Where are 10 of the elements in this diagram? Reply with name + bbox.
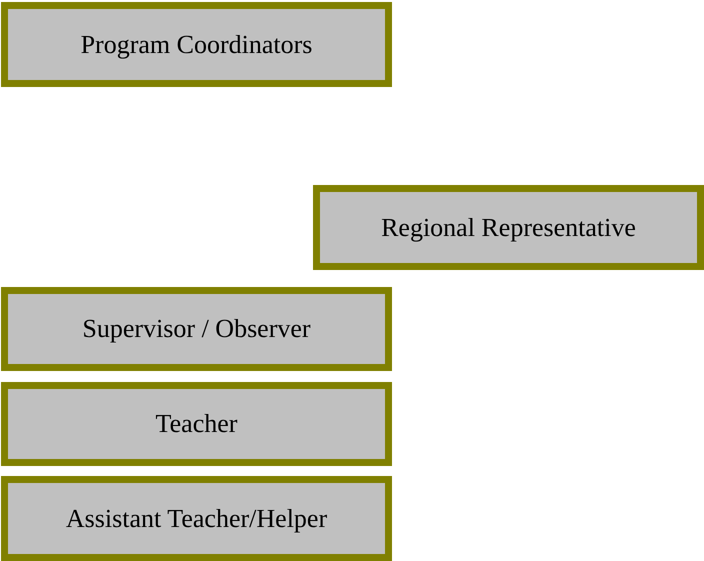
role-label: Teacher bbox=[156, 409, 238, 439]
role-label: Supervisor / Observer bbox=[82, 314, 311, 344]
role-box bbox=[1, 287, 392, 371]
role-box bbox=[1, 476, 392, 561]
role-box bbox=[313, 185, 704, 270]
role-label: Regional Representative bbox=[381, 212, 636, 242]
role-box bbox=[1, 2, 392, 87]
role-label: Program Coordinators bbox=[80, 30, 312, 60]
role-box bbox=[1, 382, 392, 466]
role-label: Assistant Teacher/Helper bbox=[66, 504, 328, 534]
